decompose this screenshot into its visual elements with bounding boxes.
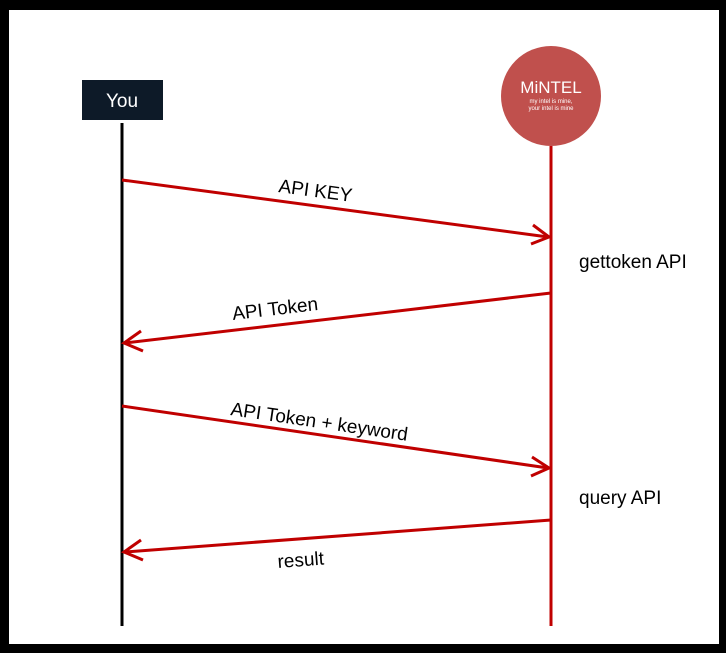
note-query-api: query API [579,488,661,509]
message-arrow-api-key [121,178,553,246]
mintel-tagline-1: my intel is mine, [529,99,572,105]
message-label-api-token-keyword: API Token + keyword [229,399,409,446]
mintel-title: MiNTEL [520,78,581,97]
message-label-result: result [277,549,326,573]
note-gettoken-api: gettoken API [579,252,687,273]
you-box [82,80,163,120]
message-arrow-result [120,518,552,562]
arrowhead-right [530,455,553,478]
participant-you: You [82,80,163,120]
arrowhead-right [530,223,553,246]
mintel-tagline-2: your intel is mine [528,106,574,112]
mintel-circle [501,46,601,146]
you-label: You [106,91,138,112]
participant-mintel: MiNTEL my intel is mine, your intel is m… [501,46,601,146]
arrowhead-left [120,329,144,353]
message-arrow-api-token-keyword [121,404,553,478]
arrowhead-left [120,538,144,562]
message-arrow-api-token [120,291,552,353]
